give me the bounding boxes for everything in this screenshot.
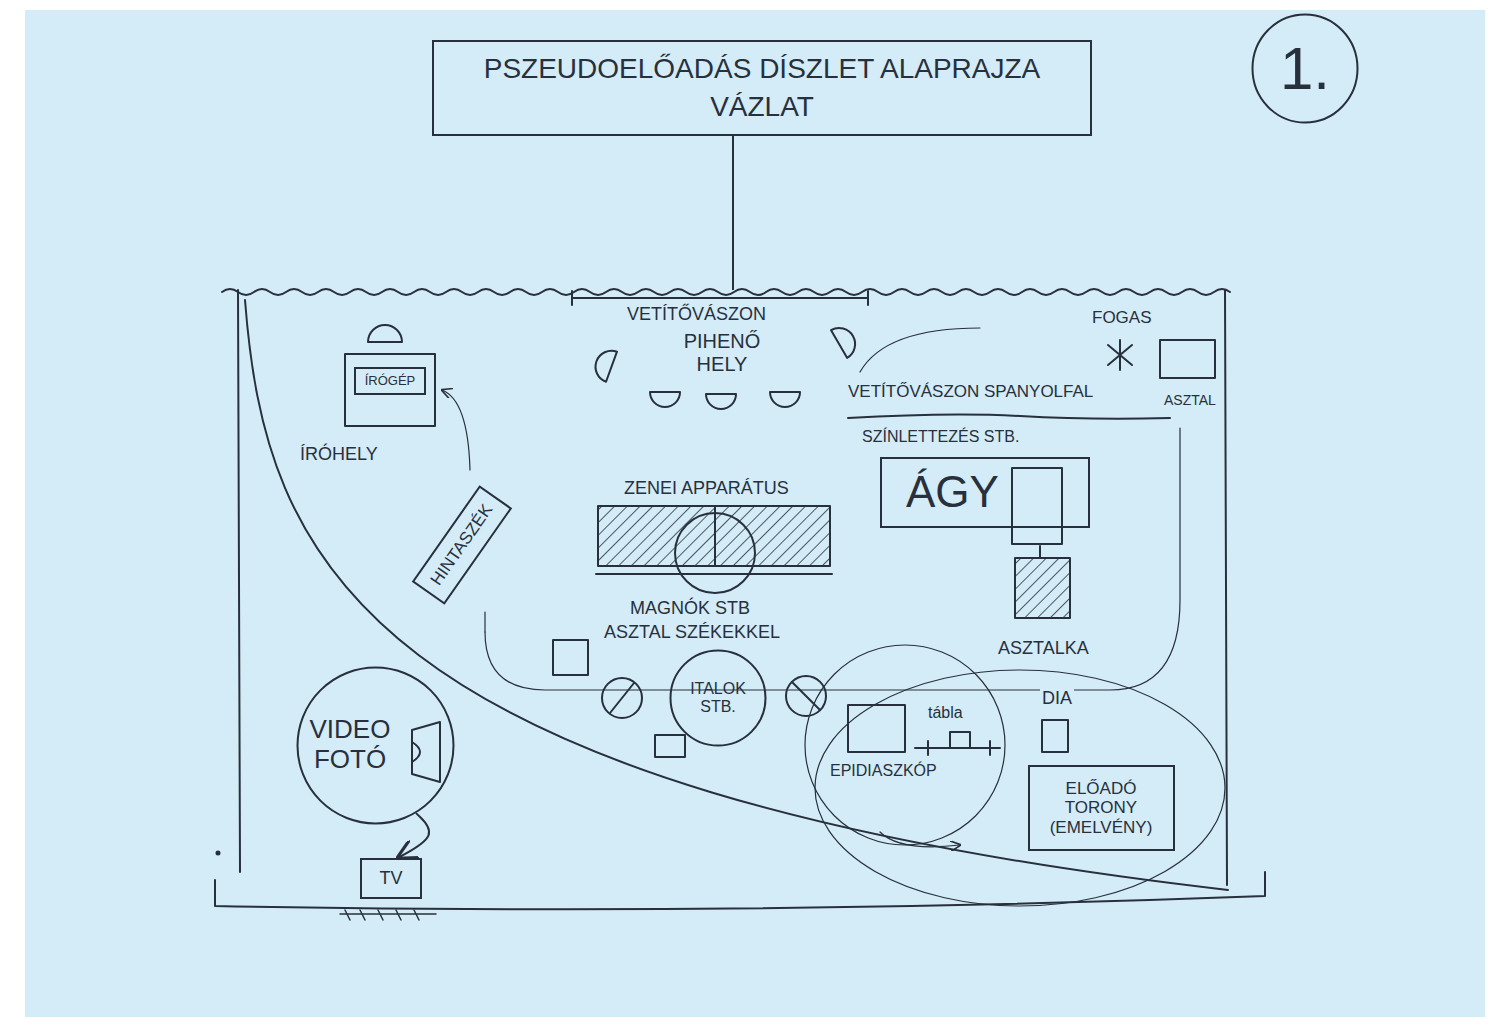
chair [591,346,617,382]
music-rack [714,506,716,566]
typewriter-box: ÍRÓGÉP [354,367,426,395]
music-stool [675,513,755,593]
prop-label: DIA [1040,688,1074,709]
crossed-label: VETÍTŐVÁSZON [625,304,768,325]
prop-label: ASZTAL SZÉKEKKEL [602,622,782,643]
node-text: TV [379,868,402,889]
music-rack [598,506,830,566]
music-rack [596,573,832,575]
chair [786,676,826,716]
area-label: ÍRÓHELY [298,444,380,465]
chair [610,683,634,713]
prop-label: VETÍTŐVÁSZON SPANYOLFAL [846,382,1095,402]
node-outline [1253,14,1358,122]
zone-curve [245,300,1228,890]
front-line [215,872,1265,909]
chair [831,322,861,358]
zone-loop [485,428,1180,690]
chair [650,392,680,407]
connector-arrow [398,813,429,857]
prop-label: tábla [926,704,965,722]
node-outline [297,667,453,823]
note-label: SZÍNLETTEZÉS STB. [860,428,1021,446]
desk [345,354,435,426]
node-text: ELŐADÓ TORONY (EMELVÉNY) [1039,779,1164,838]
camera [412,722,440,782]
rocking-chair-box: HINTASZÉK [412,485,512,605]
title-connector [732,136,734,290]
mark-dot [217,852,220,855]
node-text: HINTASZÉK [427,501,497,589]
bed-box: ÁGY [880,457,1090,528]
slide-projector [1042,720,1068,752]
node-text: VIDEO FOTÓ [304,715,397,775]
node-text: ÍRÓGÉP [365,374,416,389]
node-text: 1. [1280,34,1330,103]
zone-ellipse [815,670,1225,906]
lecture-tower-box: ELŐADÓ TORONY (EMELVÉNY) [1028,765,1175,851]
chair [553,640,588,675]
curtain-line [222,289,1230,295]
paper-card [25,10,1485,1017]
bed-pillow [1012,468,1062,544]
prop-label: EPIDIASZKÓP [828,762,939,780]
page-number-circle: 1. [1251,13,1359,124]
small-table [1160,340,1215,378]
bed-link [1039,546,1041,558]
coffee-table [1015,558,1070,618]
video-photo-circle: VIDEO FOTÓ [296,666,455,825]
prop-label: ASZTALKA [996,638,1091,659]
epidiascope [848,705,905,752]
screen-wall [848,414,1170,418]
right-wall [1225,290,1227,885]
screen-bar [572,291,868,305]
zone-circle [805,645,1005,845]
prop-label: FOGAS [1090,308,1154,328]
left-wall [238,290,240,872]
chair [602,678,642,718]
area-label: PIHENŐ HELY [662,330,782,376]
chair [792,682,820,710]
node-outline [671,651,766,746]
pointer-arrow [880,832,960,847]
tv-box: TV [360,858,422,899]
chair [706,394,736,409]
title-box: PSZEUDOELŐADÁS DÍSZLET ALAPRAJZA VÁZLAT [432,40,1092,136]
chair [368,325,402,342]
tv-stand [340,910,436,920]
zone-loop [860,328,980,372]
node-text: ÁGY [906,467,999,518]
camera [412,742,420,762]
chair [770,392,800,407]
coat-stand [1108,340,1132,370]
drinks-table-circle: ITALOK STB. [669,649,767,747]
prop-label: ZENEI APPARÁTUS [622,478,791,499]
prop-label: MAGNÓK STB [628,598,752,619]
pointer-arrow [442,390,470,470]
zone-loop [484,612,485,632]
prop-label: ASZTAL [1162,392,1218,408]
node-text: ITALOK STB. [682,680,754,717]
chair [655,735,685,757]
board [950,732,970,748]
